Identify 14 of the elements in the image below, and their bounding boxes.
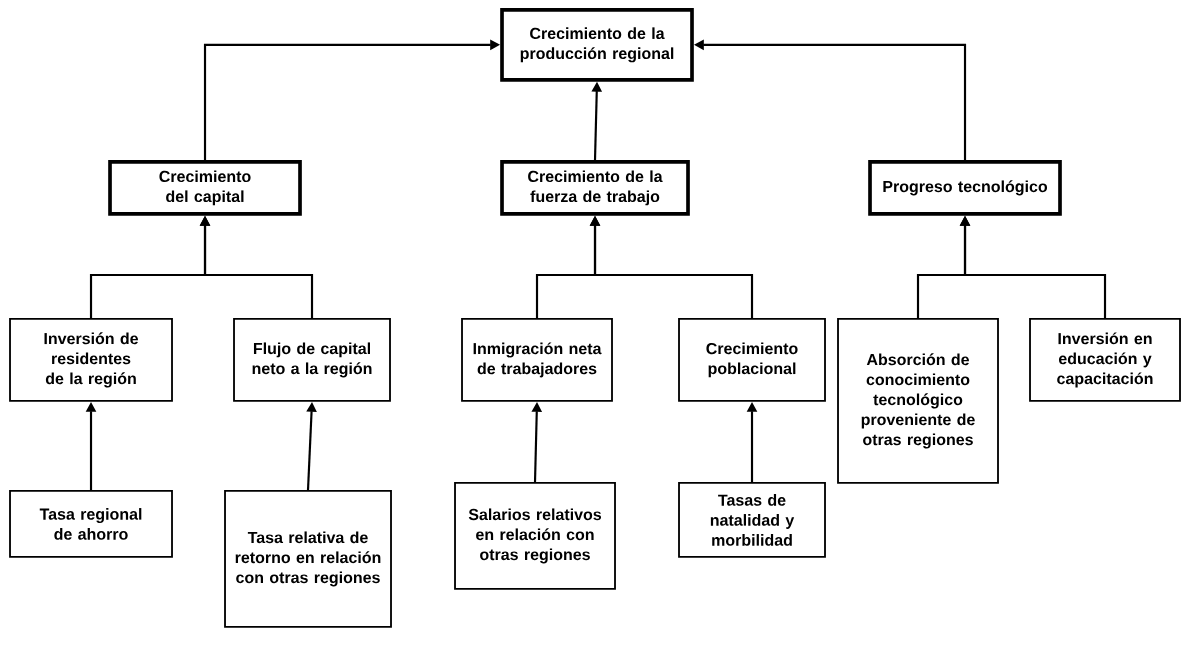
heading-box: Crecimiento de la fuerza de trabajo xyxy=(500,160,690,216)
factor-box: Salarios relativos en relación con otras regiones xyxy=(454,482,616,590)
factor-box: Tasa relativa de retorno en relación con otras regiones xyxy=(224,490,392,628)
heading-box: Crecimiento del capital xyxy=(108,160,302,216)
factor-box: Flujo de capital neto a la región xyxy=(233,318,391,402)
factor-box: Crecimiento poblacional xyxy=(678,318,826,402)
factor-box: Tasas de natalidad y morbilidad xyxy=(678,482,826,558)
factor-box: Absorción de conocimiento tecnológico proveniente de otras regiones xyxy=(837,318,999,484)
heading-box: Crecimiento de la producción regional xyxy=(500,8,694,82)
factor-box: Tasa regional de ahorro xyxy=(9,490,173,558)
factor-box: Inversión de residentes de la región xyxy=(9,318,173,402)
factor-box: Inmigración neta de trabajadores xyxy=(461,318,613,402)
heading-box: Progreso tecnológico xyxy=(868,160,1062,216)
factor-box: Inversión en educación y capacitación xyxy=(1029,318,1181,402)
